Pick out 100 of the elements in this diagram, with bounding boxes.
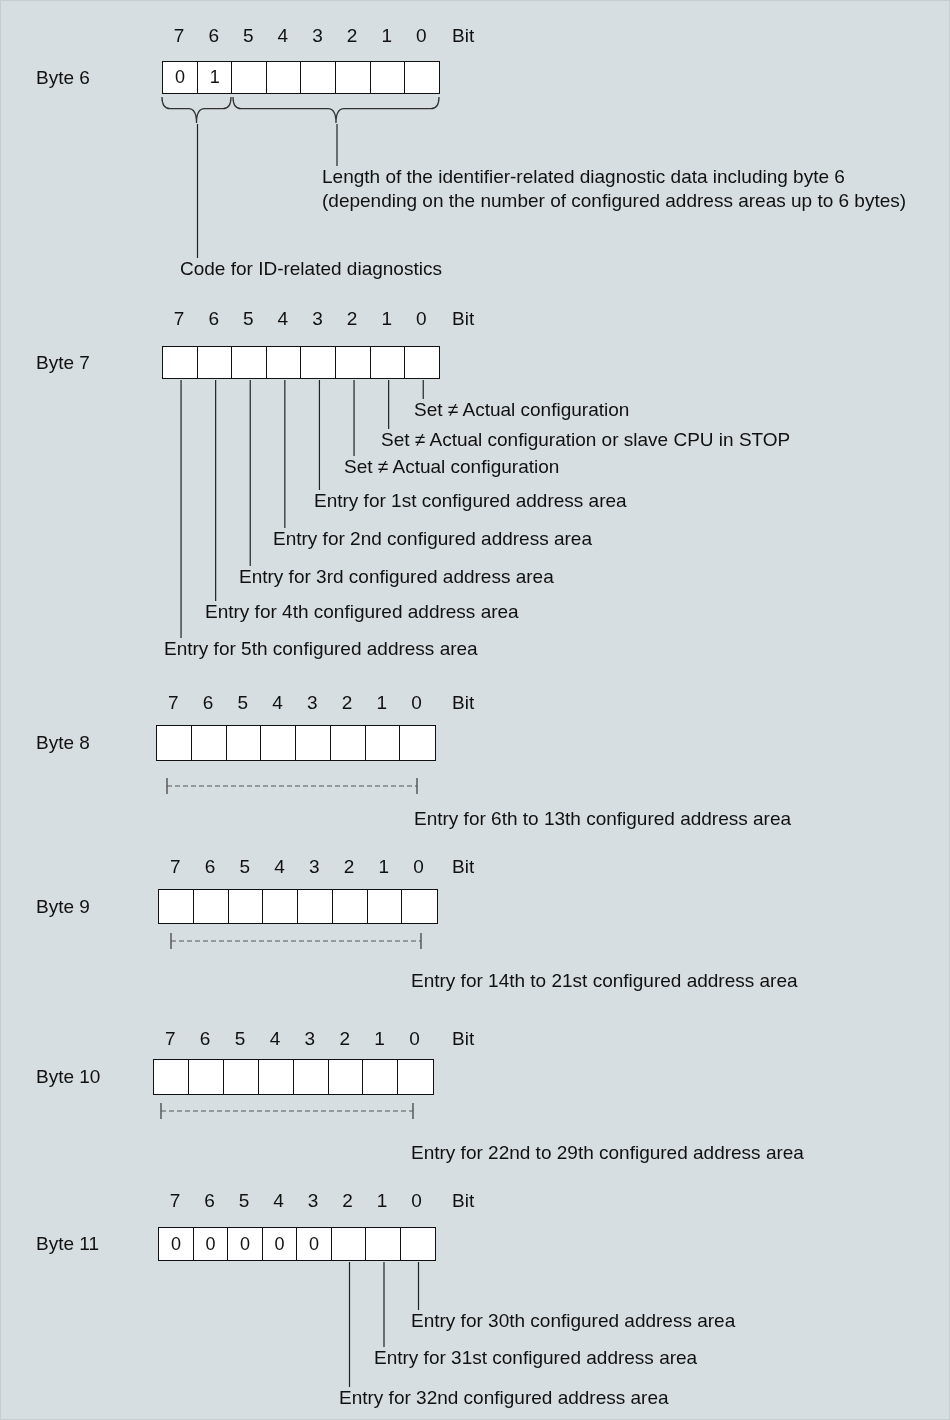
bit-number: 3 — [306, 691, 318, 715]
description-text: Length of the identifier-related diagnostic data including byte 6 (depending on the number of configured address areas up to 6 bytes) — [322, 165, 922, 213]
bit-cell — [162, 346, 199, 379]
bit-cell — [369, 61, 406, 94]
description-text: Set ≠ Actual configuration or slave CPU in STOP — [381, 428, 791, 452]
leader-line — [388, 379, 390, 430]
bit-cell — [335, 346, 372, 379]
bit-number: 0 — [416, 24, 427, 48]
description-text: Entry for 31st configured address area — [374, 1346, 698, 1370]
bit-cell — [369, 346, 406, 379]
bit-number: 3 — [312, 307, 323, 331]
byte-label: Byte 6 — [36, 65, 90, 90]
description-text: Entry for 1st configured address area — [314, 489, 627, 513]
leader-line — [284, 379, 286, 529]
bit-number: 4 — [269, 1027, 281, 1051]
byte-label: Byte 9 — [36, 894, 90, 919]
bit-number: 5 — [243, 24, 254, 48]
bit-number: 7 — [167, 691, 179, 715]
bit-number: 7 — [173, 307, 185, 331]
bit-heading: Bit — [452, 307, 475, 331]
bit-number: 6 — [204, 1189, 215, 1213]
bit-cell — [397, 1059, 434, 1095]
bit-number: 5 — [234, 1027, 246, 1051]
bit-number: 4 — [277, 24, 289, 48]
bit-cell — [225, 725, 262, 761]
bit-cell: 0 — [158, 1227, 194, 1261]
brace — [232, 96, 440, 124]
description-text: Entry for 5th configured address area — [164, 637, 478, 661]
bit-heading: Bit — [452, 1189, 475, 1213]
bit-cell — [404, 61, 441, 94]
description-text: Entry for 3rd configured address area — [239, 565, 554, 589]
bit-number: 1 — [381, 24, 392, 48]
bit-cell — [335, 61, 372, 94]
bit-cell: 0 — [261, 1227, 298, 1261]
bit-heading: Bit — [452, 1027, 475, 1051]
bit-number: 5 — [237, 691, 248, 715]
bit-cell — [260, 725, 297, 761]
leader-line — [348, 1261, 351, 1388]
bit-number: 7 — [169, 1189, 181, 1213]
bit-number: 1 — [376, 691, 387, 715]
bit-cell — [156, 725, 193, 761]
bit-cell — [364, 725, 401, 761]
bit-cell — [295, 725, 332, 761]
bit-number: 3 — [312, 24, 323, 48]
bit-cell — [158, 889, 195, 924]
bit-cell — [365, 1227, 401, 1261]
bit-cell: 0 — [296, 1227, 332, 1261]
bit-number: 1 — [376, 1189, 388, 1213]
leader-line — [383, 1261, 385, 1348]
description-text: Set ≠ Actual configuration — [414, 398, 630, 422]
bit-cell — [327, 1059, 364, 1095]
bit-number: 3 — [307, 1189, 319, 1213]
leader-line — [417, 1261, 420, 1311]
bit-number: 2 — [342, 1189, 353, 1213]
bit-cell — [366, 889, 403, 924]
bit-number: 5 — [238, 1189, 250, 1213]
bit-number: 2 — [346, 307, 358, 331]
bit-number: 2 — [343, 855, 355, 879]
bit-number: 0 — [411, 691, 422, 715]
leader-line — [215, 379, 217, 602]
bit-number: 3 — [304, 1027, 316, 1051]
bit-cell — [362, 1059, 399, 1095]
byte-label: Byte 7 — [36, 350, 90, 375]
bit-number: 0 — [416, 307, 427, 331]
bit-cell — [399, 1227, 436, 1261]
range-description: Entry for 6th to 13th configured address area — [414, 807, 792, 831]
bit-number: 6 — [199, 1027, 211, 1051]
leader-line — [353, 379, 355, 457]
bit-cell: 0 — [162, 61, 199, 94]
bit-number: 4 — [272, 691, 283, 715]
bit-number: 1 — [374, 1027, 385, 1051]
bit-cell — [153, 1059, 190, 1095]
bit-number: 4 — [273, 1189, 284, 1213]
description-text: Entry for 30th configured address area — [411, 1309, 736, 1333]
bit-cell — [196, 346, 233, 379]
bit-number: 2 — [339, 1027, 350, 1051]
bit-cell — [399, 725, 436, 761]
bit-number: 3 — [308, 855, 320, 879]
description-text: Entry for 2nd configured address area — [273, 527, 592, 551]
description-text: Code for ID-related diagnostics — [180, 257, 442, 281]
bit-cell — [404, 346, 441, 379]
description-text: Set ≠ Actual configuration — [344, 455, 560, 479]
bit-number: 0 — [409, 1027, 420, 1051]
bit-heading: Bit — [452, 855, 475, 879]
bit-cell — [231, 61, 268, 94]
bit-cell — [300, 346, 337, 379]
bit-cell — [401, 889, 438, 924]
bit-number: 7 — [173, 24, 185, 48]
bit-number: 5 — [243, 307, 254, 331]
bit-cell — [262, 889, 299, 924]
bit-cell — [265, 61, 302, 94]
bit-heading: Bit — [452, 24, 475, 48]
bit-cell: 0 — [227, 1227, 263, 1261]
bit-number: 1 — [381, 307, 392, 331]
bit-number: 1 — [378, 855, 389, 879]
bit-number: 2 — [341, 691, 353, 715]
bit-heading: Bit — [452, 691, 475, 715]
brace — [161, 96, 232, 124]
bit-cell — [300, 61, 337, 94]
byte-label: Byte 8 — [36, 731, 90, 755]
